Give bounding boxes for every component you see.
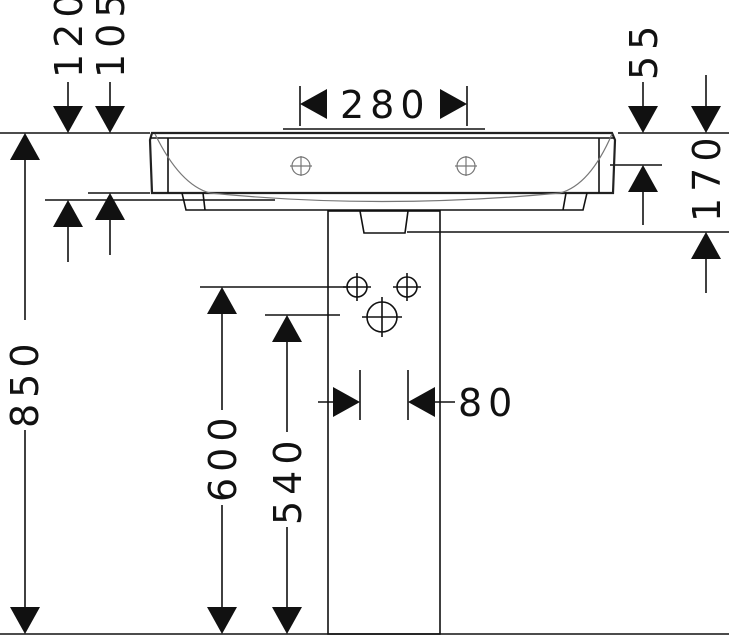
dimension-850-label: 850 [3,337,47,428]
tap-hole-left [290,156,312,176]
dimension-170: 170 [685,75,729,293]
dimension-540-label: 540 [266,434,310,525]
dimension-80-label: 80 [458,381,518,425]
tap-hole-right [455,156,477,176]
dimension-850: 850 [3,133,47,634]
washbasin [148,131,617,211]
pedestal [327,210,441,635]
dimension-120-label: 120 [47,0,91,78]
dimension-105: 105 [89,0,133,255]
dimension-55-label: 55 [622,20,666,80]
supply-connection-right [393,273,421,301]
dimension-120: 120 [47,0,91,262]
dimension-600: 600 [201,287,245,634]
dimension-280: 280 [299,83,468,127]
dimension-170-label: 170 [685,131,729,222]
supply-connection-left [343,273,371,301]
dimension-105-label: 105 [89,0,133,78]
dimension-80: 80 [318,370,518,425]
dimension-280-label: 280 [340,83,431,127]
waste-connection [362,297,402,337]
dimension-55: 55 [622,20,666,225]
dimension-600-label: 600 [201,411,245,502]
dimension-540: 540 [266,315,310,634]
